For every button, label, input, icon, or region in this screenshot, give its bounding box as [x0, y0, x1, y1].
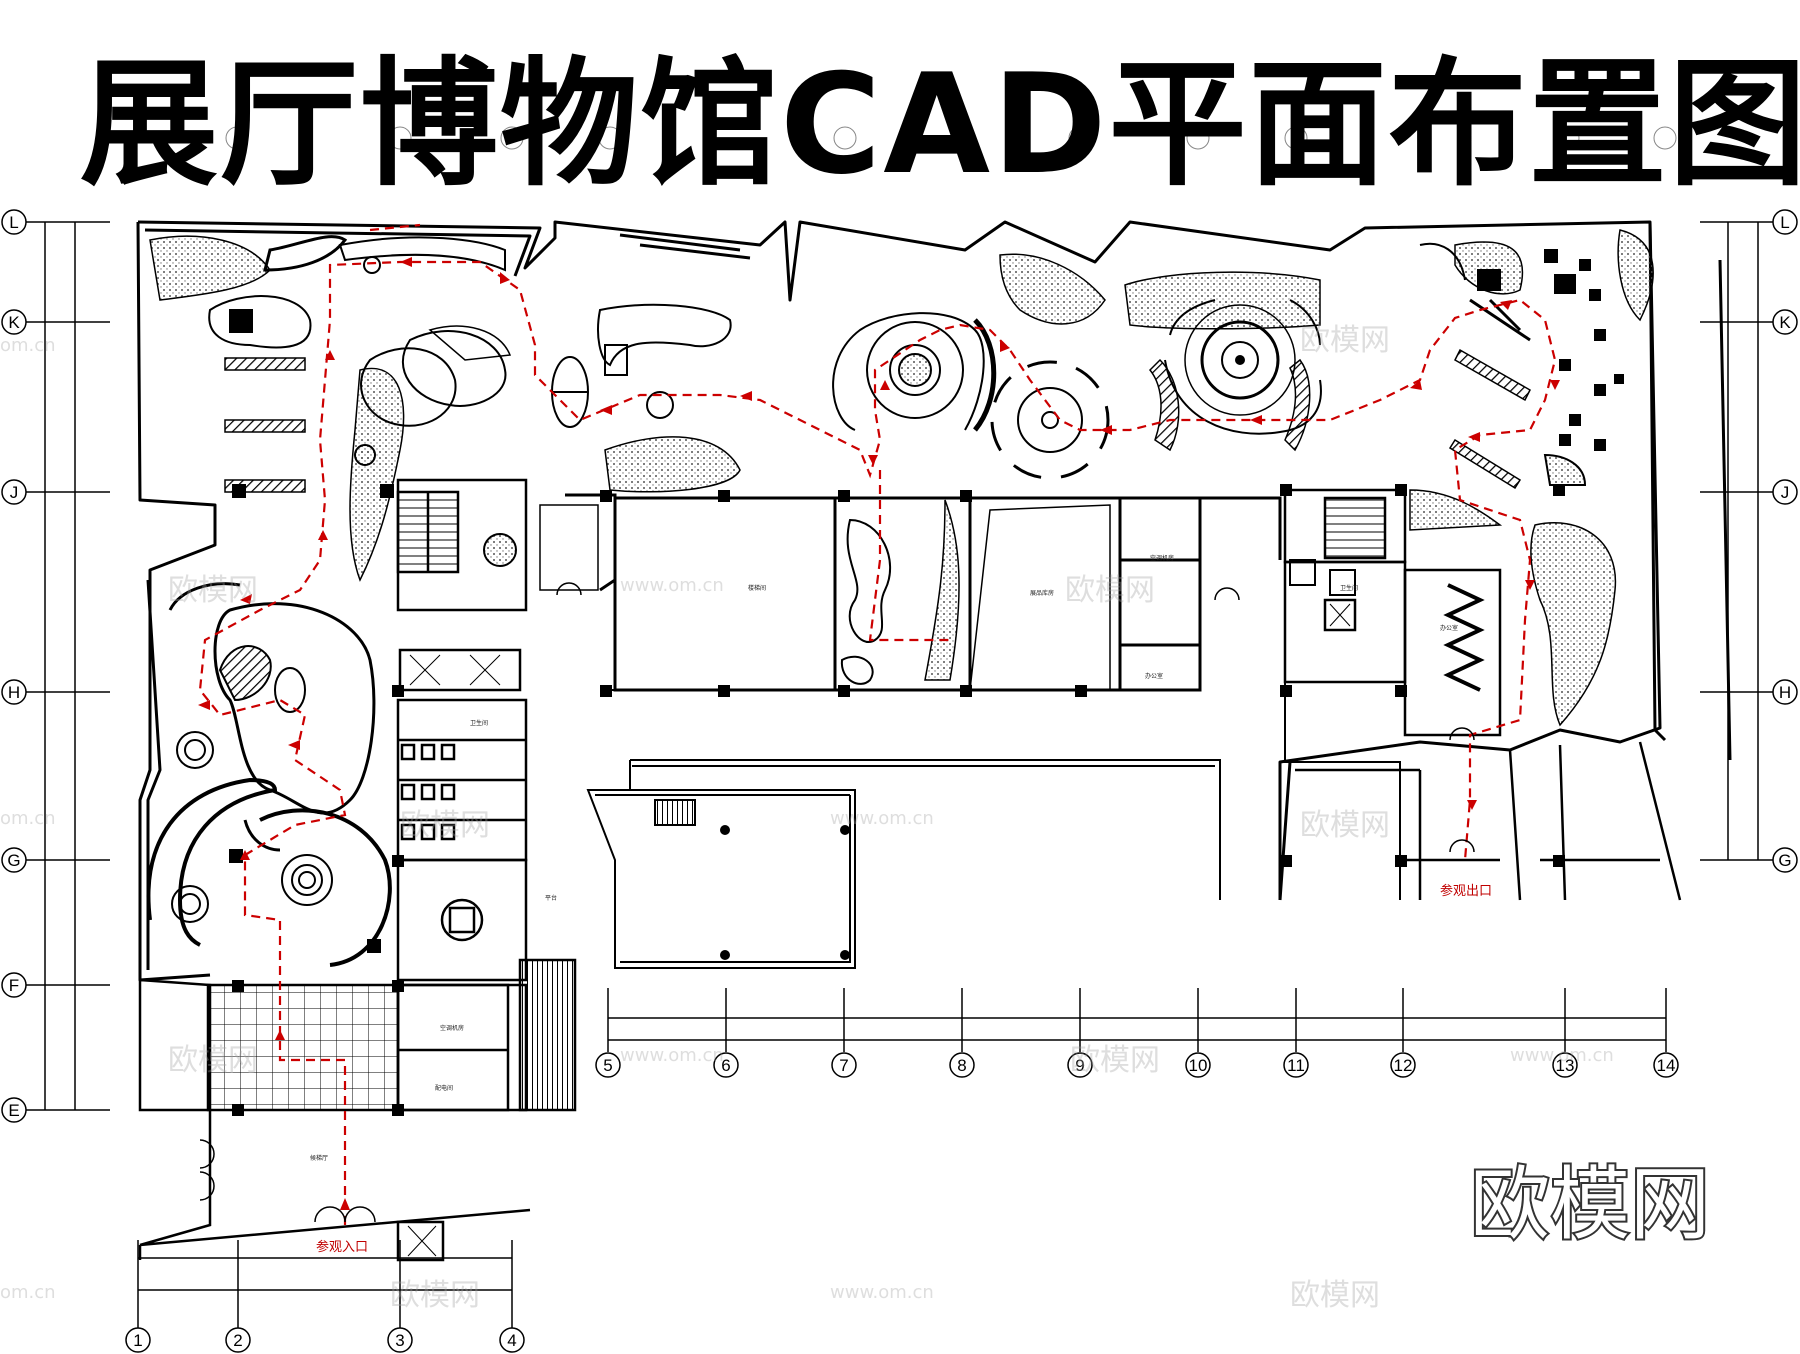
- door-swings: [199, 582, 1475, 1223]
- svg-text:办公室: 办公室: [1145, 672, 1163, 680]
- axis-label: F: [9, 976, 19, 995]
- entrance-label: 参观入口: [316, 1240, 369, 1255]
- axis-label: 14: [1657, 1056, 1676, 1075]
- axis-label: 1: [133, 1331, 142, 1350]
- axis-bubble-1: 1: [125, 1327, 151, 1353]
- axis-label: G: [1778, 851, 1791, 870]
- axis-label: 6: [721, 1056, 730, 1075]
- axis-label: 2: [233, 1331, 242, 1350]
- right-dimension-rail: [1700, 221, 1778, 861]
- axis-label: 7: [839, 1056, 848, 1075]
- bottom-dimension-rail-right: [607, 988, 1667, 1052]
- axis-bubble-5: 5: [595, 1052, 621, 1078]
- axis-bubble-L: L: [1772, 209, 1798, 235]
- svg-text:空调机房: 空调机房: [440, 1024, 464, 1032]
- axis-label: J: [10, 483, 19, 502]
- bottom-dimension-rail-left: [137, 1240, 513, 1328]
- axis-label: 11: [1287, 1056, 1305, 1075]
- axis-bubble-6: 6: [713, 1052, 739, 1078]
- axis-bubble-12: 12: [1390, 1052, 1416, 1078]
- svg-text:平台: 平台: [545, 894, 557, 902]
- axis-bubble-H: H: [1772, 679, 1798, 705]
- axis-label: L: [9, 213, 18, 232]
- exit-label: 参观出口: [1440, 884, 1493, 899]
- axis-bubble-11: 11: [1283, 1052, 1309, 1078]
- lower-corridor: [586, 759, 1221, 969]
- left-core-rooms: [396, 478, 528, 1112]
- axis-label: H: [8, 683, 20, 702]
- route-arrows: [198, 257, 1560, 1210]
- axis-bubble-10: 10: [1185, 1052, 1211, 1078]
- axis-bubble-L: L: [1, 209, 27, 235]
- axis-bubble-K: K: [1772, 309, 1798, 335]
- lower-left-wing: [138, 958, 577, 1262]
- axis-label: 12: [1394, 1056, 1413, 1075]
- axis-label: G: [7, 851, 20, 870]
- svg-text:空调机房: 空调机房: [1150, 554, 1174, 562]
- axis-bubble-9: 9: [1067, 1052, 1093, 1078]
- svg-text:候梯厅: 候梯厅: [310, 1154, 328, 1162]
- axis-bubble-7: 7: [831, 1052, 857, 1078]
- axis-label: J: [1781, 483, 1790, 502]
- hatched-features: [149, 229, 1654, 727]
- axis-bubble-G: G: [1, 847, 27, 873]
- axis-label: 13: [1556, 1056, 1575, 1075]
- axis-label: H: [1779, 683, 1791, 702]
- svg-text:楼梯间: 楼梯间: [748, 584, 766, 592]
- axis-label: E: [8, 1101, 19, 1120]
- axis-bubble-J: J: [1, 479, 27, 505]
- axis-label: 9: [1075, 1056, 1084, 1075]
- brand-logo-text: 欧模网: [1468, 1158, 1712, 1252]
- axis-bubble-4: 4: [499, 1327, 525, 1353]
- axis-label: K: [1779, 313, 1791, 332]
- axis-label: 10: [1189, 1056, 1208, 1075]
- axis-bubble-H: H: [1, 679, 27, 705]
- axis-bubble-J: J: [1772, 479, 1798, 505]
- left-dimension-rail: [22, 221, 110, 1111]
- axis-label: 5: [603, 1056, 612, 1075]
- axis-bubble-14: 14: [1653, 1052, 1679, 1078]
- axis-bubble-E: E: [1, 1097, 27, 1123]
- axis-label: 3: [395, 1331, 404, 1350]
- exhibit-shapes: [146, 235, 1624, 967]
- outer-walls: [136, 220, 1732, 982]
- axis-bubble-G: G: [1772, 847, 1798, 873]
- page-title: 展厅博物馆CAD平面布置图: [80, 44, 1800, 205]
- axis-label: L: [1780, 213, 1789, 232]
- axis-bubble-8: 8: [949, 1052, 975, 1078]
- axis-bubble-2: 2: [225, 1327, 251, 1353]
- axis-label: K: [8, 313, 20, 332]
- axis-label: 8: [957, 1056, 966, 1075]
- svg-text:卫生间: 卫生间: [1340, 584, 1358, 592]
- axis-bubble-3: 3: [387, 1327, 413, 1353]
- svg-text:配电间: 配电间: [435, 1084, 453, 1092]
- structural-columns: [232, 484, 1565, 1116]
- axis-bubble-13: 13: [1552, 1052, 1578, 1078]
- svg-text:卫生间: 卫生间: [470, 719, 488, 727]
- axis-label: 4: [507, 1331, 516, 1350]
- axis-bubble-F: F: [1, 972, 27, 998]
- svg-text:办公室: 办公室: [1440, 624, 1458, 632]
- svg-text:展品库房: 展品库房: [1030, 589, 1054, 597]
- top-axis-numbers: [225, 126, 1677, 150]
- axis-bubble-K: K: [1, 309, 27, 335]
- room-tags: 楼梯间 展品库房 空调机房 办公室 空调机房 配电间 卫生间 候梯厅 卫生间 办…: [310, 554, 1458, 1162]
- right-core-rooms: [1283, 488, 1682, 901]
